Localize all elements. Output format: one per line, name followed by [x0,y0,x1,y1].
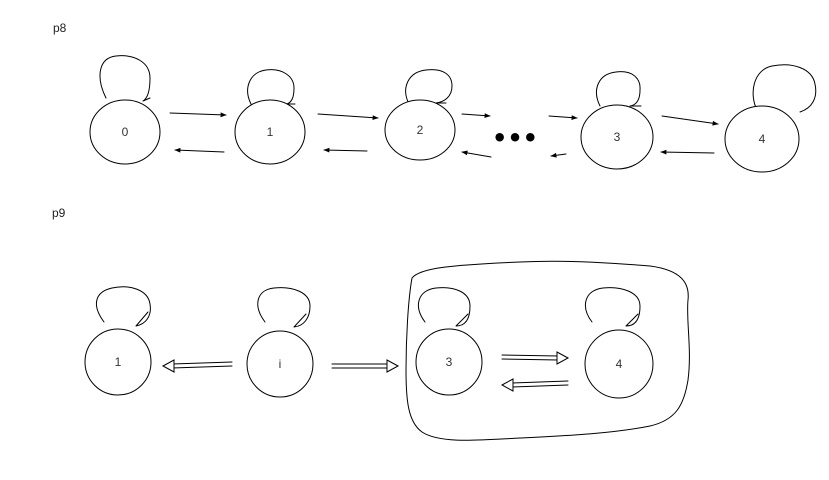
transition-arrow-0-1 [169,112,227,118]
state-node-bottom-1: 1 [84,328,152,396]
self-loop-bottom-4 [584,287,641,327]
self-loop-top-2 [405,69,453,105]
self-loop-top-1 [247,69,296,105]
transition-arrow-i-1 [161,359,233,373]
state-node-top-2: 2 [384,99,456,161]
bottom-chain: 1 i 3 4 [84,260,690,441]
transition-arrow-4-3 [500,378,569,392]
state-label: 3 [446,355,453,369]
transition-arrow-3-4 [661,115,719,126]
state-label: 1 [115,355,122,369]
self-loop-bottom-i [257,287,311,328]
state-label: 1 [267,125,274,139]
transition-arrow-1-2 [317,113,379,121]
state-label: i [279,357,282,371]
state-label: 4 [616,357,623,371]
state-node-bottom-3: 3 [415,328,483,396]
transition-arrow-3-4 [501,351,570,365]
ellipsis-dots: ••• [492,124,538,152]
transition-arrow-ellipsis-3 [548,115,578,121]
state-label: 2 [417,123,424,137]
state-node-top-3: 3 [580,104,654,170]
transition-arrow-2-1 [323,147,368,153]
state-node-top-1: 1 [234,99,306,165]
panel-label-p8: p8 [53,21,67,35]
transition-arrow-i-3 [331,359,400,373]
transition-arrow-3-ellipsis [550,152,567,158]
state-node-top-4: 4 [724,105,800,173]
transition-arrow-ellipsis-2 [461,150,492,158]
state-label: 0 [122,125,129,139]
self-loop-top-3 [596,71,642,107]
state-node-bottom-4: 4 [584,329,654,399]
top-chain: 0 1 2 3 4 ••• [89,55,817,173]
state-label: 3 [614,130,621,144]
transition-arrow-4-3 [660,149,715,155]
self-loop-top-0 [99,55,151,102]
self-loop-top-4 [752,64,817,113]
closed-class-boundary [405,260,690,441]
state-label: 4 [759,132,766,146]
self-loop-bottom-1 [96,286,151,327]
panel-label-p9: p9 [52,206,66,220]
transition-arrow-2-ellipsis [461,113,491,119]
state-node-bottom-i: i [246,330,314,398]
self-loop-bottom-3 [417,287,471,327]
state-node-top-0: 0 [89,99,161,165]
transition-arrow-1-0 [174,147,225,153]
